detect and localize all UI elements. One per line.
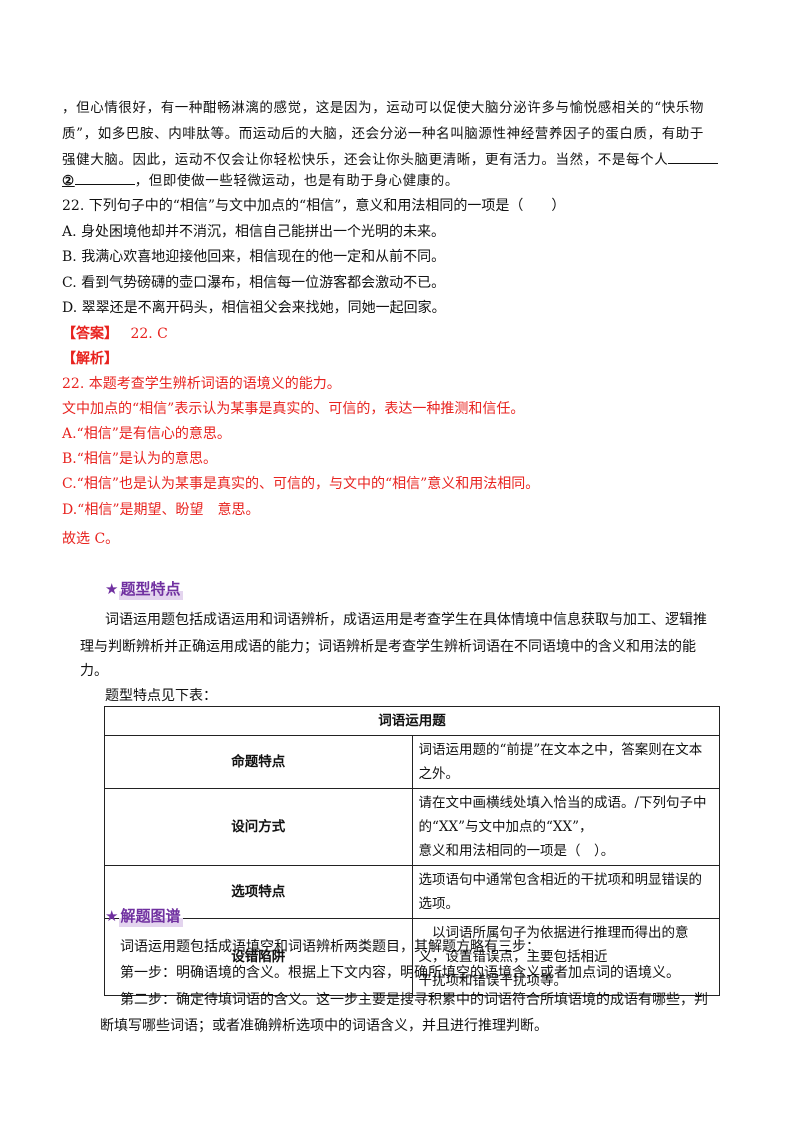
analysis-label: 【解析】 — [62, 351, 118, 367]
table-header-row: 词语运用题 — [104, 706, 720, 736]
row-text: 请在文中画横线处填入恰当的成语。/下列句子中的“XX”与文中加点的“XX”， — [418, 795, 707, 835]
section-title: 解题图谱 — [119, 907, 184, 927]
passage-line-3: 强健大脑。因此，运动不仅会让你轻松快乐，还会让你头脑更清晰，更有活力。当然，不是… — [62, 147, 742, 173]
row-label: 设问方式 — [104, 788, 413, 866]
section2-line-3: 第二步：确定待填词语的含义。这一步主要是搜寻积累中的词语符合所填语境的成语有哪些… — [120, 992, 708, 1008]
section-heading-features: ★题型特点 — [105, 578, 184, 600]
row-text: 干扰项和错误干扰项等。 — [418, 973, 568, 989]
row-label: 设错陷阱 — [104, 918, 413, 996]
analysis-line-3: A.“相信”是有信心的意思。 — [62, 426, 231, 442]
row-content: 选项语句中通常包含相近的干扰项和明显错误的选项。 — [411, 865, 720, 919]
passage-line-2: 质”，如多巴胺、内啡肽等。而运动后的大脑，还会分泌一种名叫脑源性神经营养因子的蛋… — [62, 126, 704, 142]
analysis-line-2: 文中加点的“相信”表示认为某事是真实的、可信的，表达一种推测和信任。 — [62, 401, 525, 417]
row-text: 以词语所属句子为依据进行推理而得出的意义，设置错误点，主要包括相近 — [418, 925, 689, 965]
section1-para-1b: 理与判断辨析并正确运用成语的能力；词语辨析是考查学生辨析词语在不同语境中的含义和… — [80, 639, 696, 655]
passage-line-4: ② ，但即使做一些轻微运动，也是有助于身心健康的。 — [62, 168, 742, 194]
question-type-table: 词语运用题 命题特点 词语运用题的“前提”在文本之中，答案则在文本之外。 设问方… — [104, 706, 720, 996]
section2-line-4: 断填写哪些词语；或者准确辨析选项中的词语含义，并且进行推理判断。 — [100, 1018, 548, 1034]
table-row: 设错陷阱 以词语所属句子为依据进行推理而得出的意义，设置错误点，主要包括相近 干… — [104, 918, 720, 996]
row-text: 词语运用题的“前提”在文本之中，答案则在文本之外。 — [418, 742, 703, 782]
blank-1 — [668, 147, 719, 164]
row-text: 选项语句中通常包含相近的干扰项和明显错误的选项。 — [418, 872, 703, 912]
blank-marker: ② — [62, 173, 75, 189]
section2-line-2: 第一步：明确语境的含义。根据上下文内容，明确所填空的语境含义或者加点词的语境义。 — [120, 965, 680, 981]
table-header: 词语运用题 — [104, 706, 720, 736]
table-row: 命题特点 词语运用题的“前提”在文本之中，答案则在文本之外。 — [104, 735, 720, 789]
passage-line-3-text: 强健大脑。因此，运动不仅会让你轻松快乐，还会让你头脑更清晰，更有活力。当然，不是… — [62, 152, 669, 168]
answer-value: 22. C — [130, 326, 168, 342]
analysis-line-1: 22. 本题考查学生辨析词语的语境义的能力。 — [62, 376, 341, 392]
passage-line-4-text: ，但即使做一些轻微运动，也是有助于身心健康的。 — [134, 173, 460, 189]
star-icon: ★ — [105, 580, 119, 598]
table-row: 设问方式 请在文中画横线处填入恰当的成语。/下列句子中的“XX”与文中加点的“X… — [104, 788, 720, 866]
row-label: 命题特点 — [104, 735, 413, 789]
answer-row: 【答案】 22. C — [62, 321, 742, 347]
row-text: 意义和用法相同的一项是（ ）。 — [418, 843, 615, 859]
row-content: 词语运用题的“前提”在文本之中，答案则在文本之外。 — [411, 735, 720, 789]
table-row: 选项特点 选项语句中通常包含相近的干扰项和明显错误的选项。 — [104, 865, 720, 919]
section1-para-1c: 力。 — [80, 663, 108, 679]
row-content: 以词语所属句子为依据进行推理而得出的意义，设置错误点，主要包括相近 干扰项和错误… — [411, 918, 720, 996]
row-content: 请在文中画横线处填入恰当的成语。/下列句子中的“XX”与文中加点的“XX”， 意… — [411, 788, 720, 866]
option-a: A. 身处困境他却并不消沉，相信自己能拼出一个光明的未来。 — [62, 224, 446, 240]
option-c: C. 看到气势磅礴的壶口瀑布，相信每一位游客都会激动不已。 — [62, 275, 446, 291]
analysis-line-7: 故选 C。 — [62, 531, 120, 547]
section1-para-2: 题型特点见下表： — [105, 688, 217, 704]
analysis-line-6: D.“相信”是期望、盼望 意思。 — [62, 502, 260, 518]
star-icon: ★ — [105, 907, 119, 925]
answer-label: 【答案】 — [62, 326, 118, 342]
section-title: 题型特点 — [119, 580, 184, 600]
analysis-label-row: 【解析】 — [62, 346, 742, 372]
analysis-line-4: B.“相信”是认为的意思。 — [62, 451, 218, 467]
option-b: B. 我满心欢喜地迎接他回来，相信现在的他一定和从前不同。 — [62, 249, 446, 265]
analysis-line-5: C.“相信”也是认为某事是真实的、可信的，与文中的“相信”意义和用法相同。 — [62, 476, 540, 492]
question-stem: 22. 下列句子中的“相信”与文中加点的“相信”，意义和用法相同的一项是（ ） — [62, 198, 566, 214]
section-heading-method: ★解题图谱 — [105, 905, 184, 927]
section1-para-1a: 词语运用题包括成语运用和词语辨析，成语运用是考查学生在具体情境中信息获取与加工、… — [105, 612, 707, 628]
blank-2 — [74, 168, 135, 185]
option-d: D. 翠翠还是不离开码头，相信祖父会来找她，同她一起回家。 — [62, 300, 446, 316]
passage-line-1: ，但心情很好，有一种酣畅淋漓的感觉，这是因为，运动可以促使大脑分泌许多与愉悦感相… — [62, 100, 704, 116]
section2-line-1: 词语运用题包括成语填空和词语辨析两类题目，其解题方略有三步： — [120, 939, 540, 955]
